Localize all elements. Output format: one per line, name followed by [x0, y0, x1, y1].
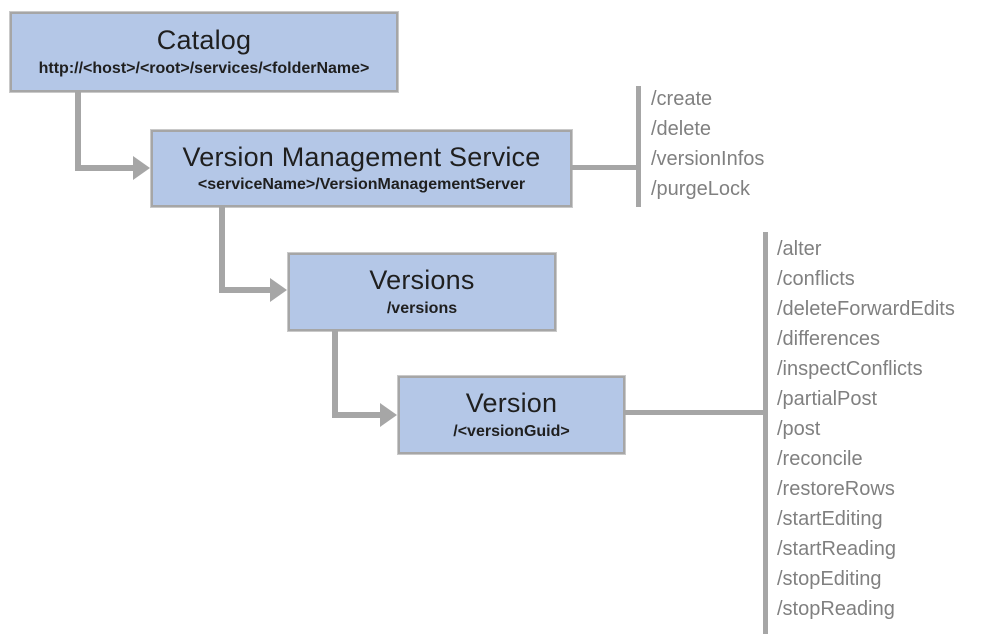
operation-label: /stopEditing	[777, 568, 882, 590]
operation-label: /deleteForwardEdits	[777, 298, 955, 320]
node-version-management-service: Version Management Service <serviceName>…	[151, 130, 572, 207]
operation-label: /differences	[777, 328, 881, 350]
version-operations-bracket-line	[763, 232, 768, 634]
connector-catalog-vms-horizontal	[75, 165, 134, 171]
version-operations-list: /alter/conflicts/deleteForwardEdits/diff…	[777, 234, 955, 624]
node-versions-url-pattern: /versions	[386, 299, 458, 317]
operation-label: /inspectConflicts	[777, 358, 923, 380]
node-versions-title: Versions	[369, 265, 475, 296]
node-versions: Versions /versions	[288, 253, 556, 331]
operation-label: /startEditing	[777, 508, 883, 530]
operation-label: /restoreRows	[777, 478, 895, 500]
node-catalog: Catalog http://<host>/<root>/services/<f…	[10, 12, 398, 92]
node-version-url-pattern: /<versionGuid>	[453, 422, 570, 440]
connector-catalog-vms-vertical	[75, 92, 81, 171]
vms-operations-list: /create/delete/versionInfos/purgeLock	[651, 84, 764, 204]
connector-versions-version-horizontal	[332, 412, 381, 418]
operation-label: /startReading	[777, 538, 896, 560]
connector-versions-version-vertical	[332, 331, 338, 418]
operation-label: /reconcile	[777, 448, 863, 470]
operation-label: /alter	[777, 238, 822, 260]
operation-label: /purgeLock	[651, 178, 750, 200]
connector-vms-versions-vertical	[219, 207, 225, 293]
operation-label: /conflicts	[777, 268, 855, 290]
connector-version-operations-stub	[625, 410, 764, 415]
operation-label: /create	[651, 88, 713, 110]
arrow-right-icon	[380, 403, 397, 427]
node-version: Version /<versionGuid>	[398, 376, 625, 454]
vms-operations-bracket-line	[636, 86, 641, 207]
arrow-right-icon	[270, 278, 287, 302]
operation-label: /post	[777, 418, 821, 440]
operation-label: /delete	[651, 118, 712, 140]
node-version-title: Version	[465, 388, 558, 419]
arrow-right-icon	[133, 156, 150, 180]
operation-label: /partialPost	[777, 388, 878, 410]
node-vms-title: Version Management Service	[182, 141, 541, 172]
node-catalog-url-pattern: http://<host>/<root>/services/<folderNam…	[38, 59, 370, 77]
connector-vms-operations-stub	[572, 165, 636, 170]
connector-vms-versions-horizontal	[219, 287, 271, 293]
node-catalog-title: Catalog	[156, 25, 252, 56]
operation-label: /stopReading	[777, 598, 895, 620]
operation-label: /versionInfos	[651, 148, 765, 170]
node-vms-url-pattern: <serviceName>/VersionManagementServer	[197, 176, 526, 194]
